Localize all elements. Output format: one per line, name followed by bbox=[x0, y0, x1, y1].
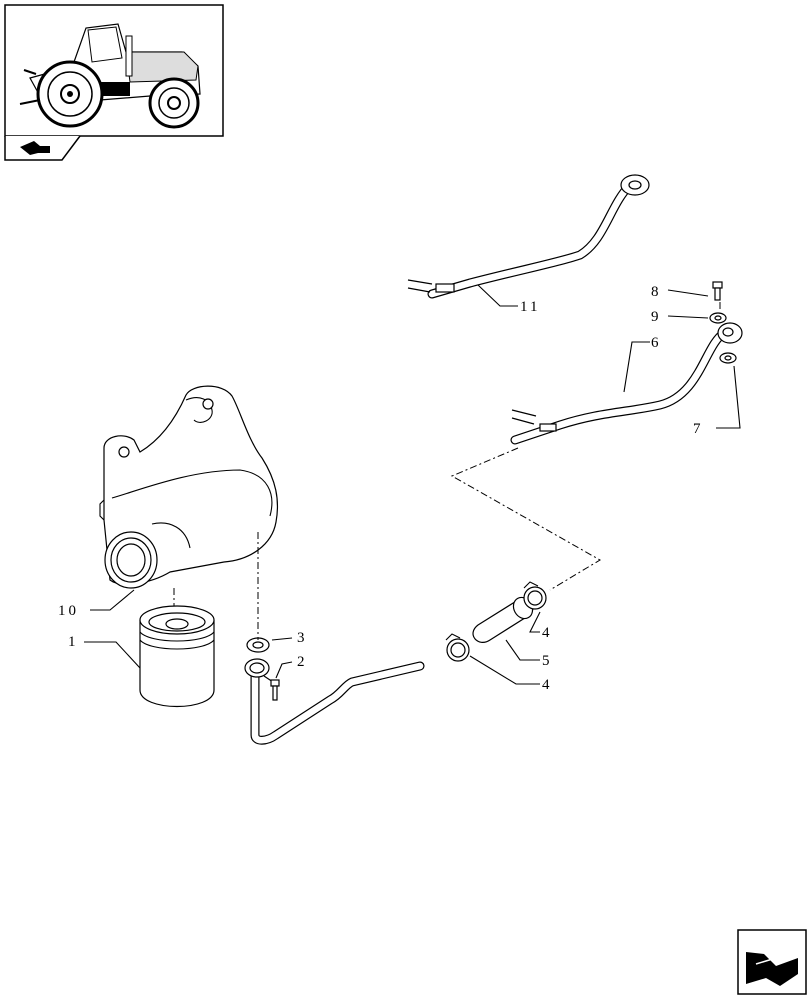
clamp-part-4-lower bbox=[445, 633, 470, 662]
screw-part-2 bbox=[270, 679, 280, 701]
pipe-part-11 bbox=[407, 174, 650, 299]
pipe-part-6 bbox=[510, 322, 743, 445]
housing-part-10 bbox=[99, 385, 279, 589]
callout-5: 5 bbox=[542, 653, 550, 669]
callout-6: 6 bbox=[651, 335, 659, 351]
callout-7: 7 bbox=[693, 421, 701, 437]
next-page-arrow-icon[interactable] bbox=[737, 929, 807, 995]
callout-8: 8 bbox=[651, 284, 659, 300]
callout-9: 9 bbox=[651, 309, 659, 325]
bolt-part-8 bbox=[712, 281, 723, 301]
pipe-lower bbox=[244, 658, 425, 745]
callout-4-upper: 4 bbox=[542, 625, 550, 641]
tractor-thumbnail-icon bbox=[4, 4, 224, 137]
callout-1: 1 bbox=[68, 634, 76, 650]
clamp-part-4-upper bbox=[523, 581, 547, 610]
callout-10: 10 bbox=[58, 603, 79, 619]
callout-4-lower: 4 bbox=[542, 677, 550, 693]
callout-3: 3 bbox=[297, 630, 305, 646]
section-arrow-icon bbox=[4, 135, 81, 161]
callout-11: 11 bbox=[520, 299, 540, 315]
filter-part-1 bbox=[139, 605, 215, 707]
callout-2: 2 bbox=[297, 654, 305, 670]
